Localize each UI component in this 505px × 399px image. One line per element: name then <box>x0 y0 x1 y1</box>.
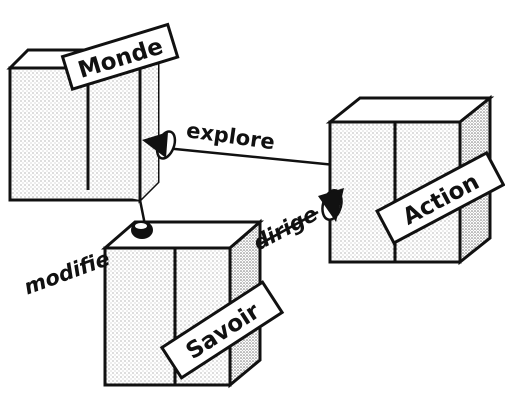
monde-label-tag: Monde <box>60 22 180 92</box>
modifie-endpoint <box>131 221 153 239</box>
explore-arrowhead <box>142 130 177 160</box>
dirige-arrowhead <box>318 188 344 222</box>
modifie-label: modifie <box>21 246 113 299</box>
explore-label: explore <box>185 118 277 154</box>
dirige-label: dirige <box>249 202 321 256</box>
action-cube <box>325 94 495 266</box>
